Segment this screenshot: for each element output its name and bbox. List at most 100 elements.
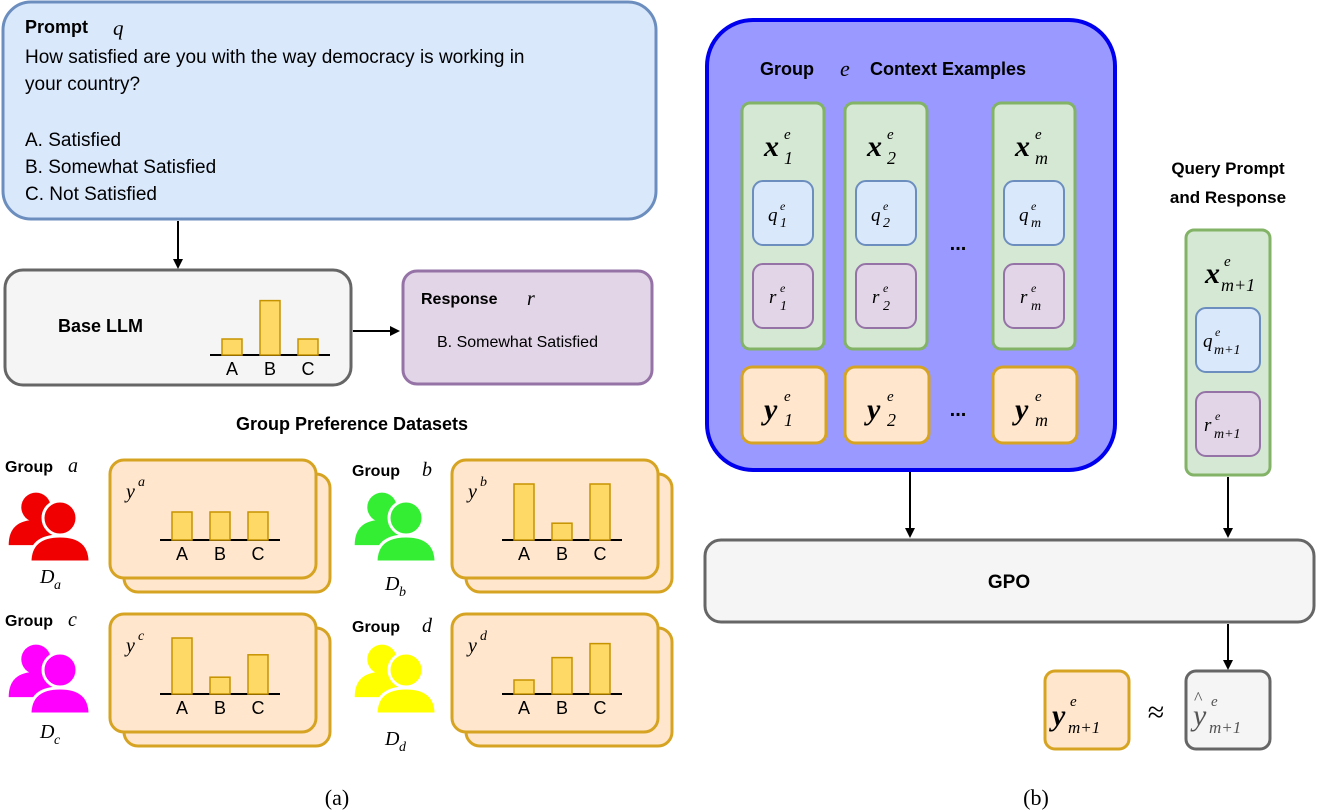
context-col-1-q-box (752, 180, 814, 246)
context-col-2-q-var: q (871, 205, 881, 226)
output-yhat-hat: ^ (1194, 688, 1203, 708)
group-d-y-sup: d (480, 629, 488, 644)
context-col-2-y-var: y (864, 393, 881, 426)
context-col-1-x-sub: 1 (784, 148, 793, 168)
context-col-2-r-sup: e (883, 281, 889, 295)
context-col-1-y-box (740, 365, 828, 445)
context-col-m-y-var: y (1012, 393, 1029, 426)
group-a-bar-c (247, 511, 269, 541)
context-col-m-x-sup: e (1035, 127, 1042, 143)
group-d-letter: d (422, 615, 433, 637)
context-col-2-x-var: x (866, 130, 882, 163)
query-r-sub: m+1 (1214, 427, 1241, 442)
context-col-2-x-sub: 2 (887, 148, 896, 168)
context-col-2-q-sub: 2 (883, 216, 890, 231)
query-title-line1: Query Prompt (1171, 159, 1285, 178)
context-col-m-r-box (1003, 263, 1065, 329)
response-text: B. Somewhat Satisfied (437, 334, 598, 351)
output-target: y e m+1 (1043, 669, 1131, 751)
output-y-sub: m+1 (1068, 718, 1100, 737)
context-ellipsis-bottom: ... (950, 399, 967, 421)
prompt-option-a: A. Satisfied (25, 130, 121, 151)
response-title: Response (421, 291, 498, 308)
group-a-label: Group (5, 459, 53, 476)
group-a-dataset-sub: a (54, 578, 61, 593)
context-col-1-y-var: y (761, 393, 778, 426)
context-col-1-y-sub: 1 (784, 410, 793, 430)
group-d-label: Group (352, 619, 400, 636)
context-col-m-r-sup: e (1031, 281, 1037, 295)
query-x-sub: m+1 (1221, 275, 1255, 295)
context-col-m-q-var: q (1019, 205, 1029, 226)
group-b-y-var: y (466, 481, 477, 503)
context-col-2-y-box (843, 365, 931, 445)
group-a-people-icon (8, 492, 92, 564)
caption-right: (b) (1023, 785, 1049, 810)
context-col-1-y-sup: e (784, 389, 791, 405)
output-yhat-sub: m+1 (1209, 718, 1241, 737)
group-c-bar-b (209, 676, 231, 695)
context-col-m-y-sup: e (1035, 389, 1042, 405)
query-q-sub: m+1 (1214, 343, 1241, 358)
group-a-tick-a: A (176, 544, 188, 564)
group-b-bar-a (513, 483, 535, 541)
context-title-group: Group (760, 59, 814, 79)
group-a-letter: a (68, 455, 78, 477)
context-col-1-q-sub: 1 (780, 216, 787, 231)
context-col-m-q-sup: e (1031, 199, 1037, 213)
group-c-card (108, 612, 318, 734)
context-col-2-x-sup: e (887, 127, 894, 143)
group-c-tick-a: A (176, 698, 188, 718)
context-col-1-q-sup: e (780, 199, 786, 213)
group-a-bar-b (209, 511, 231, 541)
base-llm-bar-c (297, 338, 319, 356)
output-y-var: y (1049, 699, 1066, 732)
group-b-y-sup: b (480, 475, 487, 490)
prompt-symbol: q (113, 16, 124, 40)
context-col-m-r-var: r (1020, 287, 1028, 308)
group-d-tick-b: B (556, 698, 568, 718)
prompt-option-b: B. Somewhat Satisfied (25, 157, 216, 178)
context-col-1-r-var: r (769, 287, 777, 308)
context-col-2-y-sub: 2 (887, 410, 896, 430)
prompt-question-line1: How satisfied are you with the way democ… (25, 47, 524, 68)
response-symbol: r (527, 288, 535, 310)
context-col-m-x-var: x (1014, 130, 1030, 163)
context-col-2-r-sub: 2 (883, 299, 890, 314)
context-col-2-q-sup: e (883, 199, 889, 213)
group-d-bar-b (551, 656, 573, 695)
group-c-bar-c (247, 654, 269, 695)
base-llm-tick-c: C (302, 359, 315, 379)
group-a-y-var: y (124, 481, 135, 503)
context-col-1-x-var: x (763, 130, 779, 163)
context-title-symbol: e (840, 56, 850, 81)
context-col-m-y-sub: m (1035, 410, 1048, 430)
caption-left: (a) (325, 785, 349, 810)
query-r-var: r (1204, 415, 1212, 436)
group-b-dataset-sub: b (399, 585, 406, 600)
group-c-y-sup: c (138, 629, 145, 644)
group-b-bar-b (551, 522, 573, 541)
context-col-1-r-sup: e (780, 281, 786, 295)
group-d-y-var: y (466, 635, 477, 657)
group-c-tick-c: C (252, 698, 265, 718)
group-c-label: Group (5, 613, 53, 630)
group-c-people-icon (8, 644, 92, 716)
output-yhat-var: y (1190, 699, 1207, 732)
output-prediction: y ^ e m+1 (1184, 669, 1272, 751)
group-c-dataset-sub: c (54, 733, 61, 748)
query-column: x e m+1 q e m+1 r e m+1 (1184, 228, 1272, 477)
context-col-m-q-sub: m (1031, 216, 1041, 231)
query-q-sup: e (1215, 325, 1221, 339)
group-d-people-icon (354, 644, 438, 716)
